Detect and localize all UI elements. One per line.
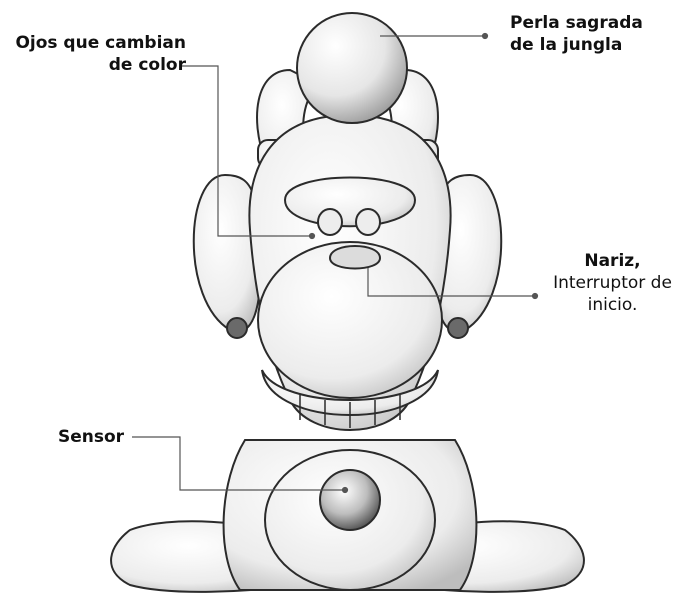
sensor-label: Sensor <box>58 426 124 448</box>
eyes-label-line2: de color <box>6 54 186 76</box>
pearl-label-line1: Perla sagrada <box>510 12 643 34</box>
pearl-label-line2: de la jungla <box>510 34 643 56</box>
nose-label-line2: Interruptor de <box>535 272 690 294</box>
left-eye <box>318 209 342 235</box>
left-cheek-ring <box>227 318 247 338</box>
nose-label-line3: inicio. <box>535 294 690 316</box>
right-cheek-ring <box>448 318 468 338</box>
nose <box>330 246 380 269</box>
pearl-label: Perla sagrada de la jungla <box>510 12 643 56</box>
eyes-label-line1: Ojos que cambian <box>6 32 186 54</box>
pearl <box>297 13 407 123</box>
sensor <box>320 470 380 530</box>
eyes-label: Ojos que cambian de color <box>6 32 186 76</box>
nose-label: Nariz, Interruptor de inicio. <box>535 250 690 316</box>
right-eye <box>356 209 380 235</box>
brow <box>285 178 415 227</box>
nose-label-line1: Nariz, <box>535 250 690 272</box>
